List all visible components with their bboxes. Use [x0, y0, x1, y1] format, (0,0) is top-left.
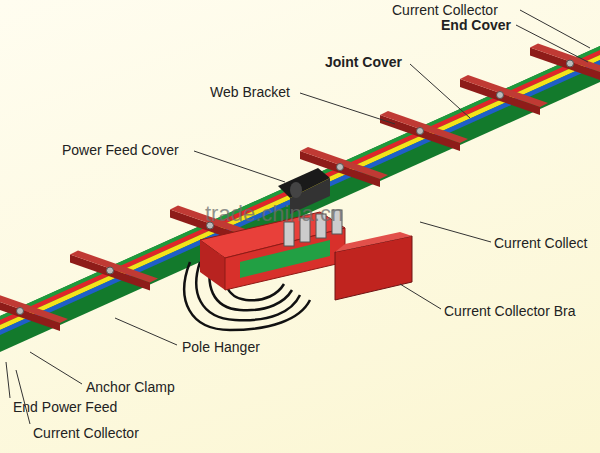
part-label: Joint Cover: [325, 54, 402, 70]
part-label: Current Collect: [494, 235, 587, 251]
leader-line: [420, 222, 491, 242]
rail-band: [0, 56, 600, 340]
leader-line: [30, 352, 82, 384]
part-label: Pole Hanger: [182, 339, 260, 355]
bracket-top: [0, 291, 68, 323]
bolt: [567, 60, 574, 67]
bolt: [337, 164, 344, 171]
current-collector-trolley: [184, 168, 412, 330]
web-bracket: [70, 251, 158, 291]
web-bracket: [530, 44, 600, 84]
leader-line: [520, 10, 590, 48]
bracket-top: [380, 111, 468, 143]
leader-line: [194, 151, 285, 182]
leader-line: [410, 64, 470, 118]
web-bracket: [460, 75, 548, 115]
leader-line: [516, 25, 588, 62]
bolt: [107, 267, 114, 274]
leader-line: [115, 318, 177, 345]
bolt: [497, 92, 504, 99]
part-label: Current Collector: [33, 425, 139, 441]
part-label: Anchor Clamp: [86, 379, 175, 395]
part-label: Web Bracket: [210, 84, 290, 100]
bracket-top: [70, 251, 158, 283]
leader-line: [6, 362, 10, 398]
bolt: [17, 308, 24, 315]
bracket-top: [460, 75, 548, 107]
collector-bracket-top: [335, 232, 412, 252]
part-label: Current Collector Bra: [444, 303, 576, 319]
part-label: Current Collector: [392, 2, 498, 18]
rail-band: [0, 42, 600, 357]
leader-line: [300, 93, 395, 124]
leader-lines: [6, 10, 590, 424]
feed-cap: [290, 182, 302, 198]
watermark: trade.china.cn: [205, 202, 343, 226]
conductor-rail: [0, 42, 600, 357]
rail-band: [0, 42, 600, 339]
web-bracket: [380, 111, 468, 151]
part-label: End Power Feed: [13, 399, 117, 415]
web-bracket: [0, 291, 68, 331]
leader-line: [400, 284, 441, 309]
part-label: Power Feed Cover: [62, 142, 179, 158]
web-brackets: [0, 44, 600, 332]
collector-housing-side: [200, 240, 225, 290]
part-label: End Cover: [441, 17, 511, 33]
bolt: [417, 128, 424, 135]
leader-line: [16, 370, 30, 424]
bracket-top: [530, 44, 600, 76]
